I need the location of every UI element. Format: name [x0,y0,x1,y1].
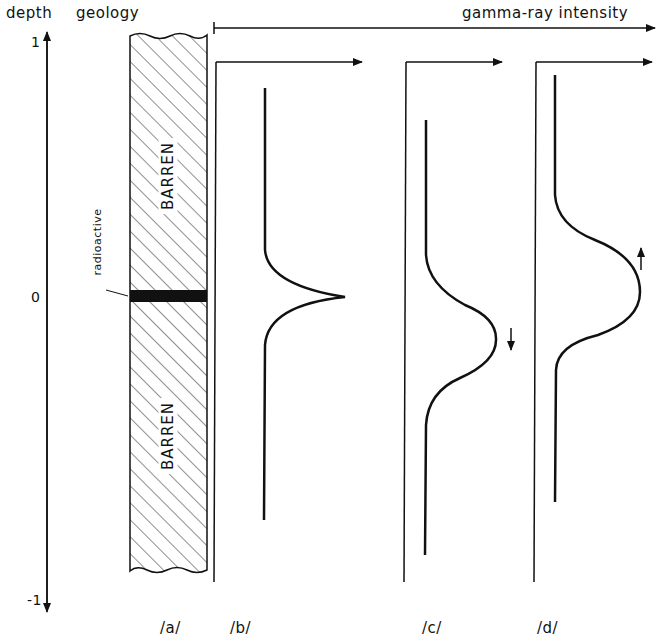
axis-title: gamma-ray intensity [462,6,628,21]
rock-label: BARREN [159,138,178,214]
log-axis [536,61,652,63]
log-axis [406,61,502,63]
gamma-log-curve [555,75,640,502]
panel-label: /c/ [422,621,442,636]
log-axis [534,62,536,582]
panel-label: /a/ [160,621,181,636]
log-axis [214,62,216,582]
rock-label: BARREN [159,398,178,474]
layer-label: radioactive [92,209,103,276]
depth-value: -1 [27,593,42,607]
depth-value: 0 [31,290,40,304]
depth-axis [46,40,48,612]
log-axis [216,61,362,63]
gamma-log-curve [425,120,496,555]
radioactive-layer [130,290,207,302]
depth-value: 1 [31,35,40,49]
rock-column: BARREN BARREN [130,36,207,570]
log-axis [404,62,406,582]
axis-tick [213,22,215,34]
axis-title: depth [6,6,52,21]
intensity-axis [214,27,655,29]
leader-line [106,290,128,296]
panel-label: /b/ [230,621,251,636]
gamma-log-curve [264,88,345,520]
panel-label: /d/ [537,621,558,636]
geology-column [130,34,207,573]
column-title: geology [76,6,139,21]
shift-arrow [510,328,512,350]
shift-arrow [640,248,642,270]
